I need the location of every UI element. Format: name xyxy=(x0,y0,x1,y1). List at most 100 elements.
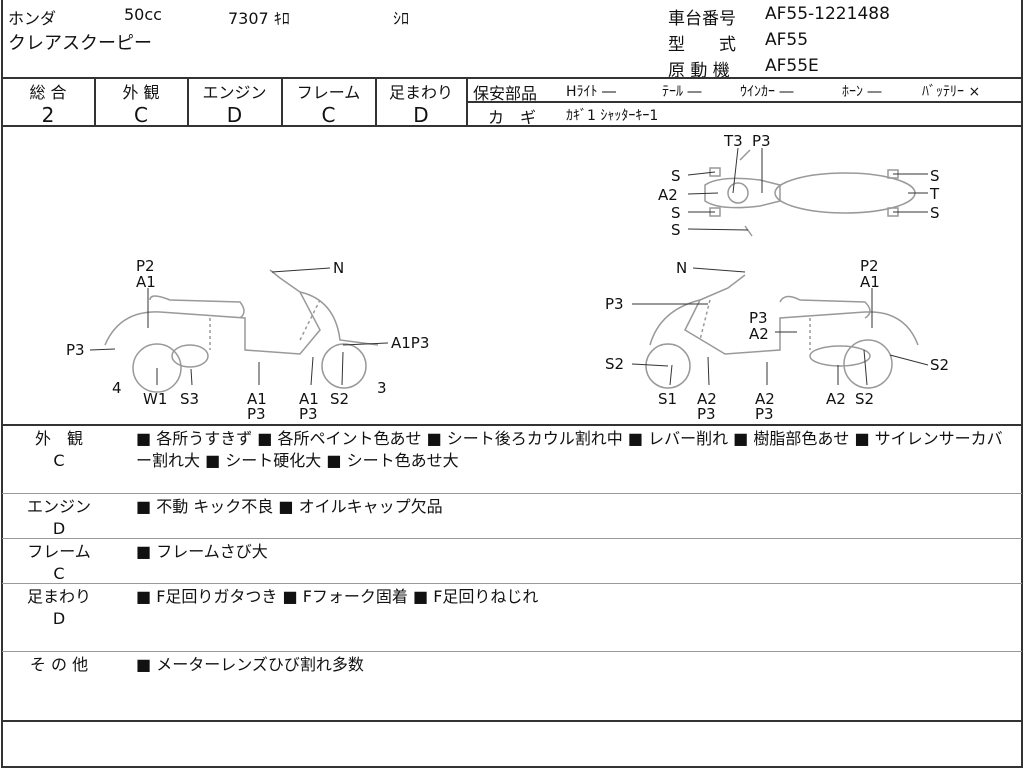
label: P2 xyxy=(860,257,879,275)
section-label: フレーム xyxy=(27,542,91,561)
divider xyxy=(1,125,1023,127)
label: A2 xyxy=(697,390,717,408)
grade-label: 総 合 xyxy=(29,83,67,102)
label: P2 xyxy=(136,257,155,275)
section-label: エンジン xyxy=(26,497,91,516)
section-label: 外 観 xyxy=(34,429,83,448)
key-label: カ ギ xyxy=(488,108,537,127)
scooter-left-view xyxy=(104,269,379,393)
label: P3 xyxy=(697,405,716,423)
label: P3 xyxy=(66,341,85,359)
section-grade: D xyxy=(52,609,66,628)
section-suspension-text: ■ F足回りガタつき ■ Fフォーク固着 ■ F足回りねじれ xyxy=(136,587,539,606)
chassis-value: AF55-1221488 xyxy=(765,4,890,24)
label: A1 xyxy=(299,390,319,408)
section-exterior-text: ■ 各所うすきず ■ 各所ペイント色あせ ■ シート後ろカウル割れ中 ■ レバー… xyxy=(136,429,1003,470)
divider xyxy=(187,78,189,126)
scooter-right-view xyxy=(645,274,919,389)
divider xyxy=(94,78,96,126)
safety-tail: ﾃｰﾙ ― xyxy=(662,84,702,100)
label: P3 xyxy=(755,405,774,423)
label: S2 xyxy=(855,390,874,408)
section-engine-label: エンジン D xyxy=(14,496,104,540)
leader-lines xyxy=(89,147,929,386)
label: S xyxy=(930,204,940,222)
section-other-label: そ の 他 xyxy=(14,654,104,676)
grade-label: フレーム xyxy=(296,83,361,102)
label: A1 xyxy=(860,273,880,291)
label: P3 xyxy=(749,309,768,327)
divider xyxy=(2,493,1022,494)
label: P3 xyxy=(752,132,771,150)
label: S3 xyxy=(180,390,199,408)
diagram-labels: T3 P3 S A2 S S S T S P2 A1 N P3 A1P3 4 W… xyxy=(66,132,949,423)
divider xyxy=(467,101,1023,103)
section-engine-text: ■ 不動 キック不良 ■ オイルキャップ欠品 xyxy=(136,497,443,516)
displacement: 50cc xyxy=(124,5,162,24)
divider xyxy=(1,77,1023,79)
damage-diagram: T3 P3 S A2 S S S T S P2 A1 N P3 A1P3 4 W… xyxy=(66,132,949,423)
mileage: 7307 ｷﾛ xyxy=(228,9,290,28)
label: A2 xyxy=(749,325,769,343)
safety-headlight: Hﾗｲﾄ ― xyxy=(566,84,616,100)
label: 3 xyxy=(377,379,387,397)
key-value: ｶｷﾞ1 ｼｬｯﾀｰｷｰ1 xyxy=(566,108,659,124)
section-other-text: ■ メーターレンズひび割れ多数 xyxy=(136,655,364,674)
divider xyxy=(466,78,468,126)
label: A2 xyxy=(755,390,775,408)
engine-label: 原 動 機 xyxy=(668,61,730,81)
safety-horn: ﾎｰﾝ ― xyxy=(842,84,882,100)
grade-value: D xyxy=(413,103,429,127)
grade-label: 足まわり xyxy=(388,83,453,102)
label: A1 xyxy=(136,273,156,291)
chassis-label: 車台番号 xyxy=(668,9,736,29)
label: S xyxy=(671,204,681,222)
section-suspension-label: 足まわり D xyxy=(14,586,104,630)
divider xyxy=(2,651,1022,652)
divider xyxy=(375,78,377,126)
section-grade: D xyxy=(52,519,66,538)
label: S2 xyxy=(605,355,624,373)
label: A1P3 xyxy=(391,334,429,352)
section-grade: C xyxy=(53,564,65,583)
label: W1 xyxy=(143,390,167,408)
label: S2 xyxy=(930,356,949,374)
section-label: そ の 他 xyxy=(29,655,89,674)
safety-winker: ｳｲﾝｶｰ ― xyxy=(740,84,794,100)
label: P3 xyxy=(247,405,266,423)
label: T3 xyxy=(723,132,743,150)
type-label: 型 式 xyxy=(668,35,736,55)
divider xyxy=(2,583,1022,584)
type-value: AF55 xyxy=(765,30,809,50)
grade-label: エンジン xyxy=(202,83,267,102)
color: ｼﾛ xyxy=(393,9,410,28)
grade-value: D xyxy=(226,103,243,127)
label: S1 xyxy=(658,390,677,408)
label: S xyxy=(930,167,940,185)
label: A2 xyxy=(658,186,678,204)
label: S xyxy=(671,167,681,185)
label: N xyxy=(333,259,344,277)
section-label: 足まわり xyxy=(26,587,91,606)
label: S2 xyxy=(330,390,349,408)
label: S xyxy=(671,221,681,239)
section-frame-label: フレーム C xyxy=(14,541,104,585)
label: T xyxy=(929,185,940,203)
label: A1 xyxy=(247,390,267,408)
divider xyxy=(1,720,1023,722)
label: N xyxy=(676,259,687,277)
divider xyxy=(281,78,283,126)
divider xyxy=(2,538,1022,539)
safety-battery: ﾊﾞｯﾃﾘｰ × xyxy=(922,84,981,100)
section-frame-text: ■ フレームさび大 xyxy=(136,542,268,561)
maker: ホンダ xyxy=(8,9,57,28)
model-name: クレアスクーピー xyxy=(8,33,152,54)
label: A2 xyxy=(826,390,846,408)
